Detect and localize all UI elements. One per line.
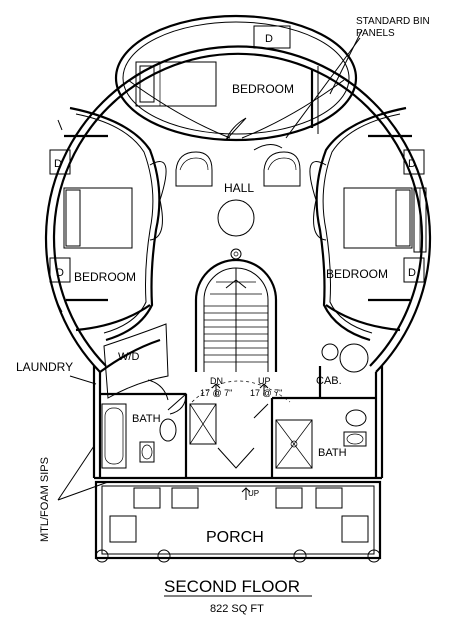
right-bedroom-label: BEDROOM [326,267,388,281]
exterior-walls [44,45,432,483]
top-bedroom-label: BEDROOM [232,82,294,96]
cabinet-label: CAB. [316,375,342,387]
laundry-label: LAUNDRY [16,360,73,374]
title-block: SECOND FLOOR 822 SQ FT [164,577,312,615]
room-labels: STANDARD BIN PANELS BEDROOM HALL BEDROOM… [16,16,430,546]
leader-lines [57,29,363,501]
left-bath-label: BATH [132,413,161,425]
wd-label: W/D [118,351,139,363]
dresser-labels: D D D D D [54,33,416,279]
hall-features [149,117,327,260]
dresser-right-lower-label: D [408,267,416,279]
dresser-left-upper-label: D [54,158,62,170]
stair-down-label: DN [210,376,223,386]
left-bedroom-label: BEDROOM [74,270,136,284]
service-rooms [99,323,376,478]
floor-area: 822 SQ FT [210,603,264,615]
left-bedroom-walls [55,106,161,342]
dresser-top-label: D [265,33,273,45]
porch-up-label: UP [248,489,259,498]
porch-label: PORCH [206,529,264,546]
dresser-right-upper-label: D [408,158,416,170]
bin-panels-label-line2: PANELS [356,28,395,39]
furniture [49,25,427,283]
porch [94,480,382,563]
right-bath-label: BATH [318,447,347,459]
top-bedroom-walls [114,14,358,142]
hall-label: HALL [224,181,254,195]
sips-label: MTL/FOAM SIPS [39,457,51,542]
stair-down-steps: 17 @ 7" [200,388,232,398]
stair-up-steps: 17 @ 7" [250,388,282,398]
floor-title: SECOND FLOOR [164,577,300,596]
stair-up-label: UP [258,376,271,386]
dresser-left-lower-label: D [56,267,64,279]
right-bedroom-walls [315,106,412,342]
staircase [191,258,291,403]
bin-panels-label-line1: STANDARD BIN [356,16,430,27]
